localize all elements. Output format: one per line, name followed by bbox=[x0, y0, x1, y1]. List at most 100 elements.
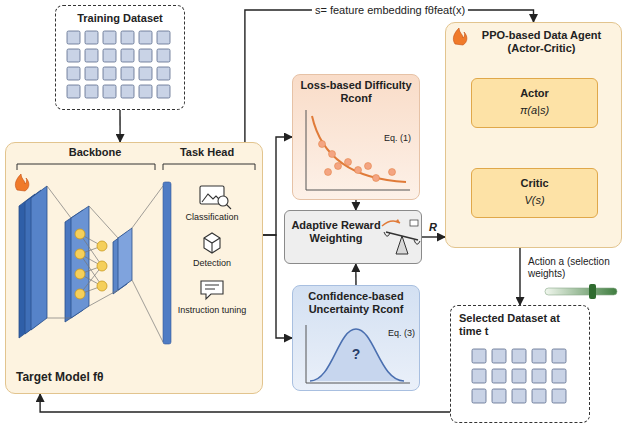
drawing-shape bbox=[103, 31, 116, 44]
drawing-shape bbox=[121, 49, 134, 62]
node-title: Loss-based Difficulty Rconf bbox=[297, 79, 415, 105]
drawing-shape bbox=[157, 85, 170, 98]
drawing-shape bbox=[157, 49, 170, 62]
drawing-shape bbox=[103, 85, 116, 98]
drawing-shape bbox=[395, 219, 400, 223]
arrow-connector bbox=[119, 110, 120, 142]
drawing-shape bbox=[139, 31, 152, 44]
drawing-shape bbox=[103, 49, 116, 62]
edge-label: s= feature embedding fθfeat(x) bbox=[312, 4, 468, 16]
drawing-shape bbox=[121, 67, 134, 80]
drawing-shape bbox=[67, 67, 80, 80]
drawing-shape bbox=[15, 174, 29, 191]
drawing-shape bbox=[103, 67, 116, 80]
actor-box: Actor π(a|s) bbox=[471, 78, 598, 128]
node-title: Target Model fθ bbox=[16, 370, 104, 384]
node-title: PPO-based Data Agent (Actor-Critic) bbox=[468, 29, 615, 55]
task-label: Classification bbox=[185, 212, 238, 222]
drawing-shape bbox=[75, 289, 85, 299]
drawing-shape bbox=[71, 206, 89, 318]
drawing-shape bbox=[121, 31, 134, 44]
drawing-shape bbox=[85, 85, 98, 98]
drawing-shape bbox=[157, 67, 170, 80]
drawing-shape bbox=[204, 238, 220, 253]
drawing-shape bbox=[552, 369, 566, 383]
drawing-shape bbox=[532, 349, 546, 363]
drawing-shape bbox=[85, 49, 98, 62]
section-label: Task Head bbox=[180, 146, 234, 158]
drawing-shape bbox=[384, 232, 420, 244]
drawing-shape bbox=[453, 28, 467, 45]
node-subtext: π(a|s) bbox=[472, 104, 597, 116]
drawing-shape bbox=[545, 288, 617, 295]
drawing-shape bbox=[396, 236, 408, 254]
dataset-box: Training Dataset bbox=[55, 5, 185, 110]
drawing-shape bbox=[205, 285, 219, 289]
drawing-shape bbox=[85, 31, 98, 44]
drawing-shape bbox=[157, 31, 170, 44]
drawing-shape bbox=[373, 175, 380, 182]
drawing-shape bbox=[19, 186, 132, 338]
agent-box: Actor π(a|s) CriticV(s) PPO-based Data Agen… bbox=[445, 22, 622, 248]
drawing-shape bbox=[552, 349, 566, 363]
reward-weighting-box: Adaptive Reward Weighting bbox=[284, 210, 422, 264]
drawing-shape bbox=[139, 49, 152, 62]
drawing-shape bbox=[75, 249, 85, 259]
drawing-shape bbox=[512, 349, 526, 363]
uncertainty-box: Confidence-based Uncertainty RconfEq. (3… bbox=[292, 285, 420, 391]
section-label: Backbone bbox=[69, 146, 122, 158]
drawing-shape bbox=[492, 349, 506, 363]
drawing-shape bbox=[67, 85, 80, 98]
drawing-shape bbox=[47, 186, 163, 342]
drawing-shape bbox=[532, 369, 546, 383]
drawing-shape bbox=[163, 182, 171, 344]
drawing-shape bbox=[532, 389, 546, 403]
action-label: Action a (selection weights) bbox=[528, 256, 622, 280]
drawing-shape bbox=[492, 389, 506, 403]
drawing-shape bbox=[512, 389, 526, 403]
node-title: Actor bbox=[472, 87, 597, 100]
drawing-shape bbox=[355, 167, 362, 174]
drawing-shape bbox=[200, 186, 231, 299]
target-model-illustration bbox=[5, 142, 263, 394]
arrow-connector bbox=[355, 264, 357, 285]
drawing-shape bbox=[389, 169, 396, 176]
node-subtext: Eq. (3) bbox=[388, 328, 415, 338]
drawing-shape bbox=[75, 229, 85, 239]
task-label: Detection bbox=[193, 258, 231, 268]
drawing-shape bbox=[204, 233, 220, 253]
node-subtext: V(s) bbox=[472, 194, 597, 206]
drawing-shape bbox=[47, 186, 163, 342]
drawing-shape bbox=[472, 369, 486, 383]
drawing-shape bbox=[75, 229, 107, 299]
critic-box: CriticV(s) bbox=[471, 168, 598, 218]
drawing-shape bbox=[589, 284, 596, 299]
node-title: Training Dataset bbox=[56, 12, 184, 25]
task-label: Instruction tuning bbox=[178, 305, 247, 315]
drawing-shape bbox=[17, 164, 155, 170]
node-title: Critic bbox=[472, 177, 597, 190]
drawing-shape bbox=[31, 186, 47, 330]
drawing-shape bbox=[97, 281, 107, 291]
node-title: Confidence-based Uncertainty Rconf bbox=[297, 290, 415, 316]
arrow-connector bbox=[355, 200, 357, 210]
arrow-connector bbox=[519, 248, 520, 305]
drawing-shape bbox=[410, 220, 418, 226]
drawing-shape bbox=[492, 369, 506, 383]
drawing-shape bbox=[345, 159, 352, 166]
drawing-shape bbox=[319, 141, 396, 182]
drawing-shape bbox=[365, 163, 372, 170]
node-title: Adaptive Reward Weighting bbox=[290, 219, 382, 245]
drawing-shape bbox=[201, 281, 223, 299]
drawing-shape bbox=[335, 163, 342, 170]
drawing-shape bbox=[97, 261, 107, 271]
drawing-shape bbox=[386, 232, 418, 240]
drawing-shape bbox=[85, 67, 98, 80]
dataset-box: Selected Dataset at time t bbox=[450, 305, 590, 423]
drawing-shape bbox=[472, 389, 486, 403]
drawing-shape bbox=[67, 49, 80, 62]
drawing-shape bbox=[97, 241, 107, 251]
drawing-shape bbox=[67, 31, 80, 44]
drawing-shape bbox=[163, 164, 255, 170]
